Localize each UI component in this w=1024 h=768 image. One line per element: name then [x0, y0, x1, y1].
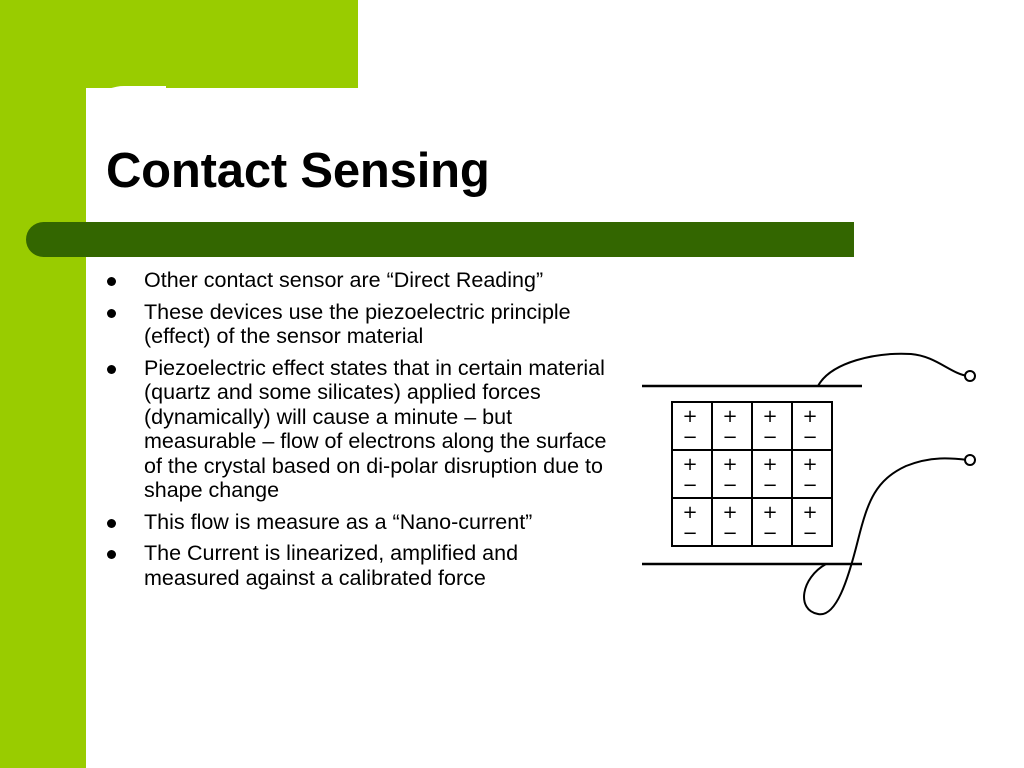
bullet-dot-icon [107, 364, 116, 374]
bullet-item: These devices use the piezoelectric prin… [100, 300, 610, 349]
positive-charge-symbol: + [722, 406, 737, 427]
charge-symbols: +−+−+−+−+−+−+−+−+−+−+−+− [682, 406, 817, 544]
bullet-item: This flow is measure as a “Nano-current” [100, 510, 610, 535]
negative-charge-symbol: − [722, 475, 737, 496]
negative-charge-symbol: − [762, 475, 777, 496]
positive-charge-symbol: + [762, 406, 777, 427]
bullet-text: Piezoelectric effect states that in cert… [144, 355, 607, 503]
bottom-lead-wire [803, 457, 969, 616]
positive-charge-symbol: + [682, 454, 697, 475]
bullet-dot-icon [107, 308, 116, 318]
bullet-text: Other contact sensor are “Direct Reading… [144, 268, 544, 292]
negative-charge-symbol: − [802, 523, 817, 544]
bullet-dot-icon [107, 550, 116, 559]
bullet-dot-icon [107, 277, 116, 286]
negative-charge-symbol: − [762, 523, 777, 544]
positive-charge-symbol: + [762, 502, 777, 523]
crystal-grid [671, 401, 833, 547]
negative-charge-symbol: − [682, 475, 697, 496]
positive-charge-symbol: + [682, 502, 697, 523]
positive-charge-symbol: + [762, 454, 777, 475]
bullet-dot-icon [107, 518, 116, 528]
bullet-text: This flow is measure as a “Nano-current” [144, 509, 533, 534]
title-underline-bar [26, 222, 854, 257]
positive-charge-symbol: + [802, 406, 817, 427]
negative-charge-symbol: − [722, 427, 737, 448]
rounded-content-corner [86, 86, 166, 166]
top-lead-wire [817, 352, 969, 387]
bottom-terminal-icon [964, 454, 976, 466]
top-terminal-icon [964, 370, 976, 382]
negative-charge-symbol: − [802, 475, 817, 496]
bullet-text: The Current is linearized, amplified and… [144, 541, 519, 590]
positive-charge-symbol: + [722, 502, 737, 523]
slide-title: Contact Sensing [106, 144, 490, 198]
negative-charge-symbol: − [802, 427, 817, 448]
positive-charge-symbol: + [802, 502, 817, 523]
bullet-item: Other contact sensor are “Direct Reading… [100, 268, 610, 293]
bullet-item: Piezoelectric effect states that in cert… [100, 356, 610, 503]
positive-charge-symbol: + [802, 454, 817, 475]
positive-charge-symbol: + [722, 454, 737, 475]
negative-charge-symbol: − [682, 427, 697, 448]
positive-charge-symbol: + [682, 406, 697, 427]
green-accent-left-strip [0, 0, 86, 768]
bullet-item: The Current is linearized, amplified and… [100, 541, 610, 590]
negative-charge-symbol: − [682, 523, 697, 544]
piezoelectric-diagram: +−+−+−+−+−+−+−+−+−+−+−+− [642, 352, 976, 616]
bullet-list: Other contact sensor are “Direct Reading… [100, 268, 610, 597]
bullet-text: These devices use the piezoelectric prin… [144, 299, 571, 349]
negative-charge-symbol: − [722, 523, 737, 544]
negative-charge-symbol: − [762, 427, 777, 448]
